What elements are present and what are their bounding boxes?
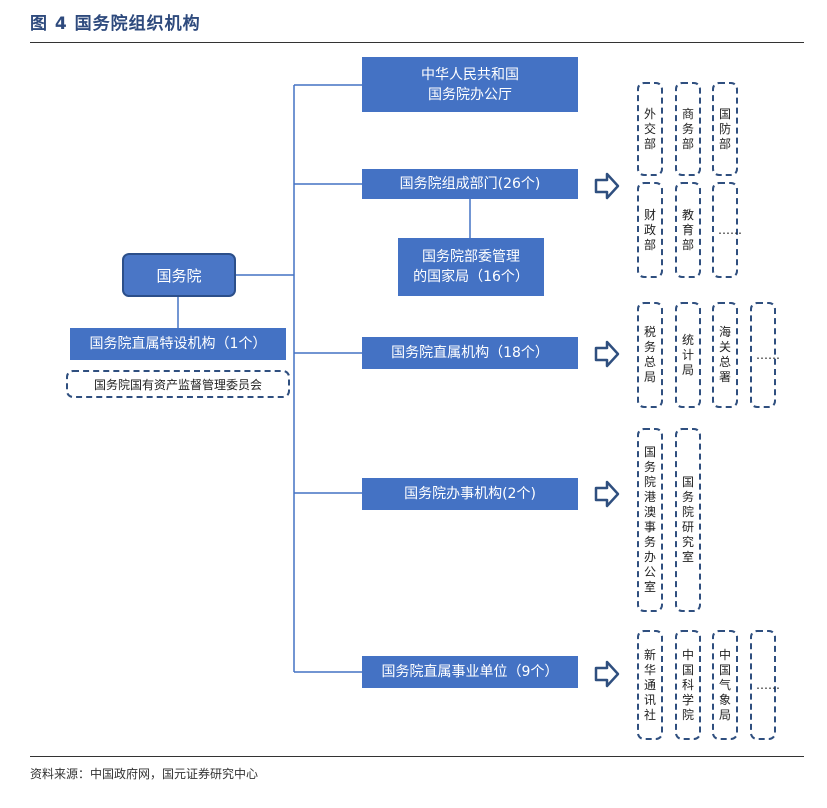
arrow-icon: [594, 660, 620, 688]
general-office-box: 中华人民共和国 国务院办公厅: [362, 57, 578, 112]
departments-box: 国务院组成部门(26个): [362, 169, 578, 199]
institution-item: 中国科学院: [675, 630, 701, 740]
office-item: 国务院港澳事务办公室: [637, 428, 663, 612]
arrow-icon: [594, 480, 620, 508]
source-note: 资料来源：中国政府网，国元证券研究中心: [30, 767, 259, 781]
top-rule: [30, 42, 804, 43]
direct-item-more: ……: [750, 302, 780, 408]
direct-agencies-box: 国务院直属机构（18个）: [362, 337, 578, 369]
direct-item: 海关总署: [712, 302, 738, 408]
root-state-council: 国务院: [122, 253, 236, 297]
dept-item: 外交部: [637, 82, 663, 176]
direct-item: 税务总局: [637, 302, 663, 408]
offices-box: 国务院办事机构(2个): [362, 478, 578, 510]
arrow-icon: [594, 172, 620, 200]
institutions-box: 国务院直属事业单位（9个）: [362, 656, 578, 688]
dept-item-more: ……: [712, 182, 742, 278]
special-org-box: 国务院直属特设机构（1个）: [70, 328, 286, 360]
figure-title: 图 4 国务院组织机构: [30, 14, 201, 34]
dept-item: 商务部: [675, 82, 701, 176]
dept-item: 财政部: [637, 182, 663, 278]
institution-item: 新华通讯社: [637, 630, 663, 740]
direct-item: 统计局: [675, 302, 701, 408]
dept-item: 国防部: [712, 82, 738, 176]
arrow-icon: [594, 340, 620, 368]
special-child-box: 国务院国有资产监督管理委员会: [66, 370, 290, 398]
bottom-rule: [30, 756, 804, 757]
office-item: 国务院研究室: [675, 428, 701, 612]
institution-item: 中国气象局: [712, 630, 738, 740]
dept-bureaus-box: 国务院部委管理 的国家局（16个）: [398, 238, 544, 296]
dept-item: 教育部: [675, 182, 701, 278]
institution-item-more: ……: [750, 630, 780, 740]
